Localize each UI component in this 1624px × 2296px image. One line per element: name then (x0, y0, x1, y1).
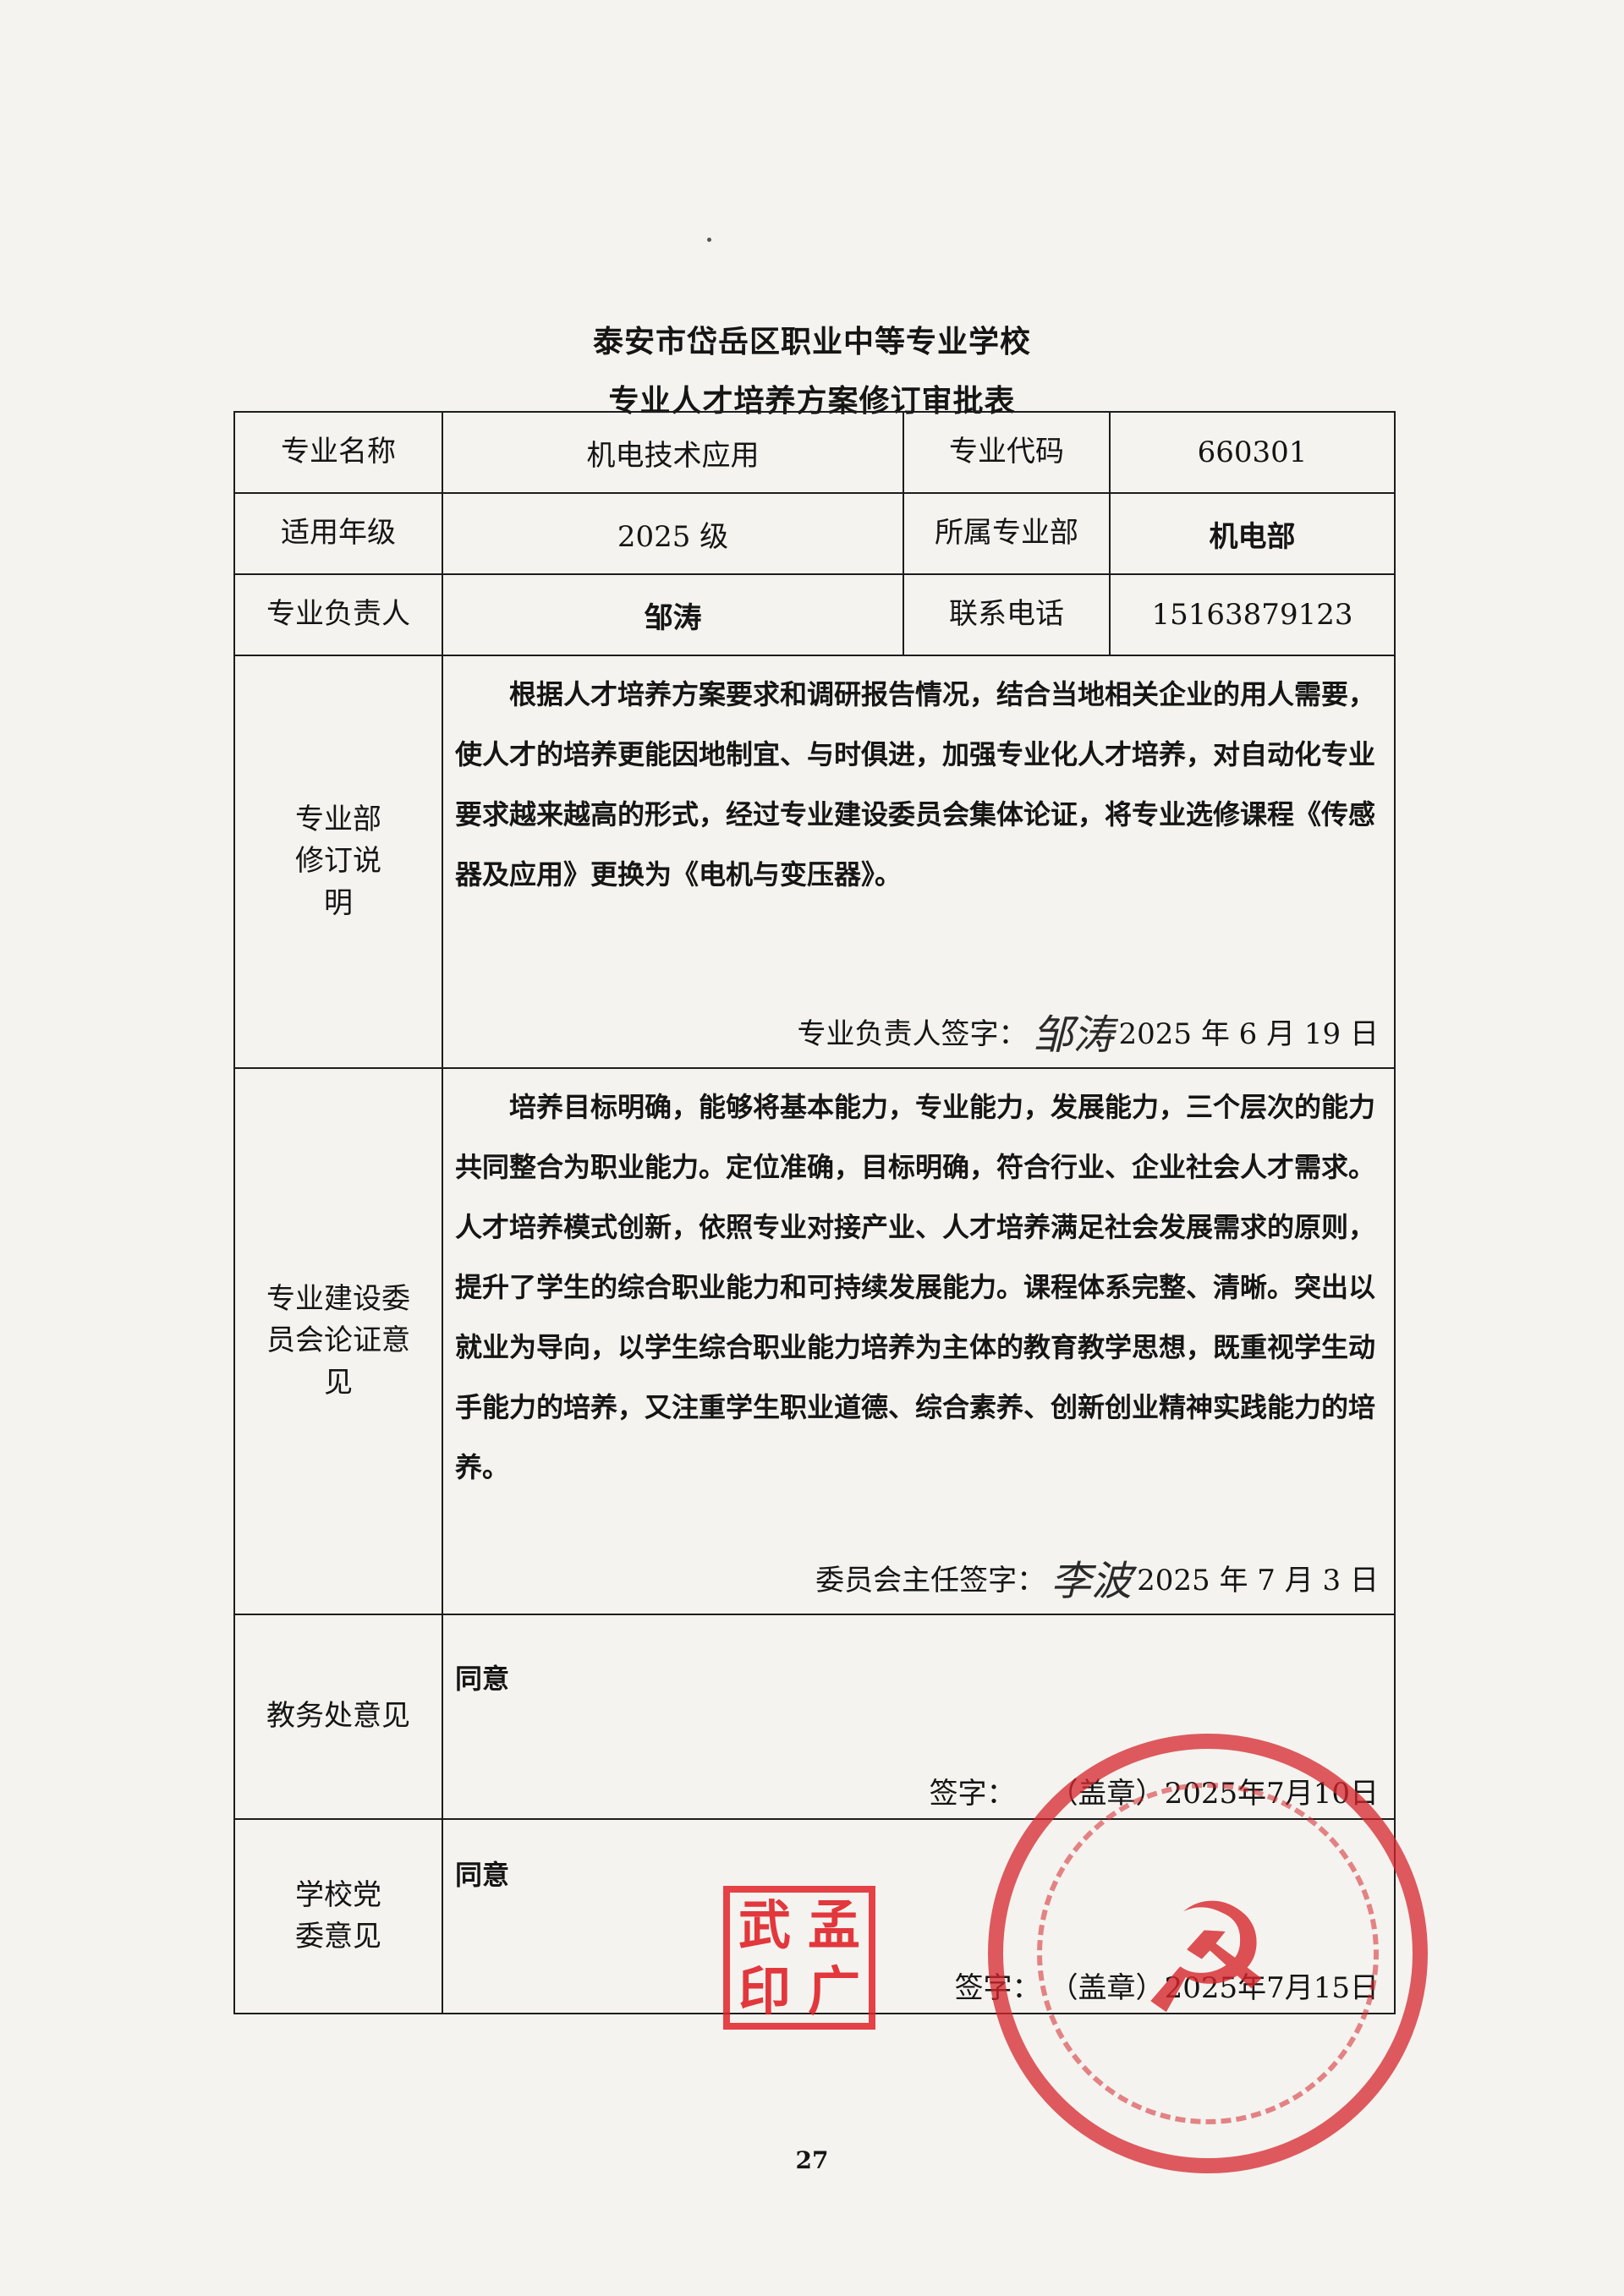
academic-sign-label: 签字： (929, 1777, 1016, 1811)
phone-value: 15163879123 (1109, 573, 1396, 656)
party-date: 2025年7月15日 (1164, 1971, 1379, 2005)
committee-sign-label: 委员会主任签字： (815, 1564, 1046, 1597)
committee-date: 2025 年 7 月 3 日 (1137, 1564, 1379, 1597)
committee-cell: 培养目标明确，能够将基本能力，专业能力，发展能力，三个层次的能力共同整合为职业能… (442, 1067, 1396, 1615)
scan-speck (707, 238, 711, 242)
academic-date: 2025年7月10日 (1164, 1777, 1379, 1811)
party-cell: 同意 签字：（盖章）2025年7月15日 (442, 1818, 1396, 2014)
academic-sign-line: 签字： （盖章）2025年7月10日 (930, 1770, 1379, 1811)
row-party: 学校党委意见 同意 签字：（盖章）2025年7月15日 (233, 1818, 1396, 2014)
name-seal-char: 武 (738, 1894, 791, 1956)
revision-date: 2025 年 6 月 19 日 (1118, 1017, 1379, 1051)
revision-cell: 根据人才培养方案要求和调研报告情况，结合当地相关企业的用人需要，使人才的培养更能… (442, 655, 1396, 1069)
leader-value: 邹涛 (442, 573, 904, 656)
phone-label: 联系电话 (903, 573, 1111, 656)
major-code-label: 专业代码 (903, 411, 1111, 494)
school-name: 泰安市岱岳区职业中等专业学校 (592, 324, 1031, 359)
grade-value: 2025 级 (442, 492, 904, 575)
committee-label: 专业建设委员会论证意见 (233, 1067, 443, 1615)
party-opinion: 同意 (455, 1859, 510, 1891)
personal-name-seal: 武 孟 印 广 (723, 1886, 875, 2030)
leader-label: 专业负责人 (233, 573, 443, 656)
major-name-value: 机电技术应用 (442, 411, 904, 494)
party-label: 学校党委意见 (233, 1818, 443, 2014)
dept-label: 所属专业部 (903, 492, 1111, 575)
revision-label-text: 专业部修订说明 (295, 803, 381, 920)
party-seal-label: （盖章） (1049, 1971, 1165, 2005)
row-revision: 专业部修订说明 根据人才培养方案要求和调研报告情况，结合当地相关企业的用人需要，… (233, 655, 1396, 1069)
revision-label: 专业部修订说明 (233, 655, 443, 1069)
approval-table: 专业名称 机电技术应用 专业代码 660301 适用年级 2025 级 所属专业… (233, 411, 1396, 2014)
name-seal-char: 印 (738, 1960, 791, 2022)
row-leader: 专业负责人 邹涛 联系电话 15163879123 (233, 573, 1396, 656)
major-name-label: 专业名称 (233, 411, 443, 494)
academic-label: 教务处意见 (233, 1614, 443, 1820)
row-academic: 教务处意见 同意 签字： （盖章）2025年7月10日 (233, 1614, 1396, 1820)
major-code-value: 660301 (1109, 411, 1396, 494)
academic-seal-label: （盖章） (1049, 1777, 1165, 1811)
academic-opinion: 同意 (455, 1663, 510, 1695)
revision-sign-label: 专业负责人签字： (797, 1017, 1028, 1051)
row-major: 专业名称 机电技术应用 专业代码 660301 (233, 411, 1396, 494)
committee-text: 培养目标明确，能够将基本能力，专业能力，发展能力，三个层次的能力共同整合为职业能… (455, 1091, 1376, 1483)
name-seal-char: 广 (807, 1960, 860, 2022)
revision-text: 根据人才培养方案要求和调研报告情况，结合当地相关企业的用人需要，使人才的培养更能… (455, 678, 1376, 890)
party-sign-label: 签字： (954, 1971, 1041, 2005)
party-label-text: 学校党委意见 (295, 1877, 381, 1954)
grade-label: 适用年级 (233, 492, 443, 575)
page-number: 27 (795, 2146, 829, 2174)
row-committee: 专业建设委员会论证意见 培养目标明确，能够将基本能力，专业能力，发展能力，三个层… (233, 1067, 1396, 1615)
name-seal-char: 孟 (807, 1894, 860, 1956)
committee-label-text: 专业建设委员会论证意见 (266, 1282, 410, 1400)
dept-value: 机电部 (1109, 492, 1396, 575)
revision-signature: 邹涛 (1032, 1011, 1114, 1059)
committee-signature: 李波 (1051, 1558, 1133, 1605)
academic-cell: 同意 签字： （盖章）2025年7月10日 (442, 1614, 1396, 1820)
party-sign-line: 签字：（盖章）2025年7月15日 (955, 1964, 1379, 2006)
row-grade: 适用年级 2025 级 所属专业部 机电部 (233, 492, 1396, 575)
